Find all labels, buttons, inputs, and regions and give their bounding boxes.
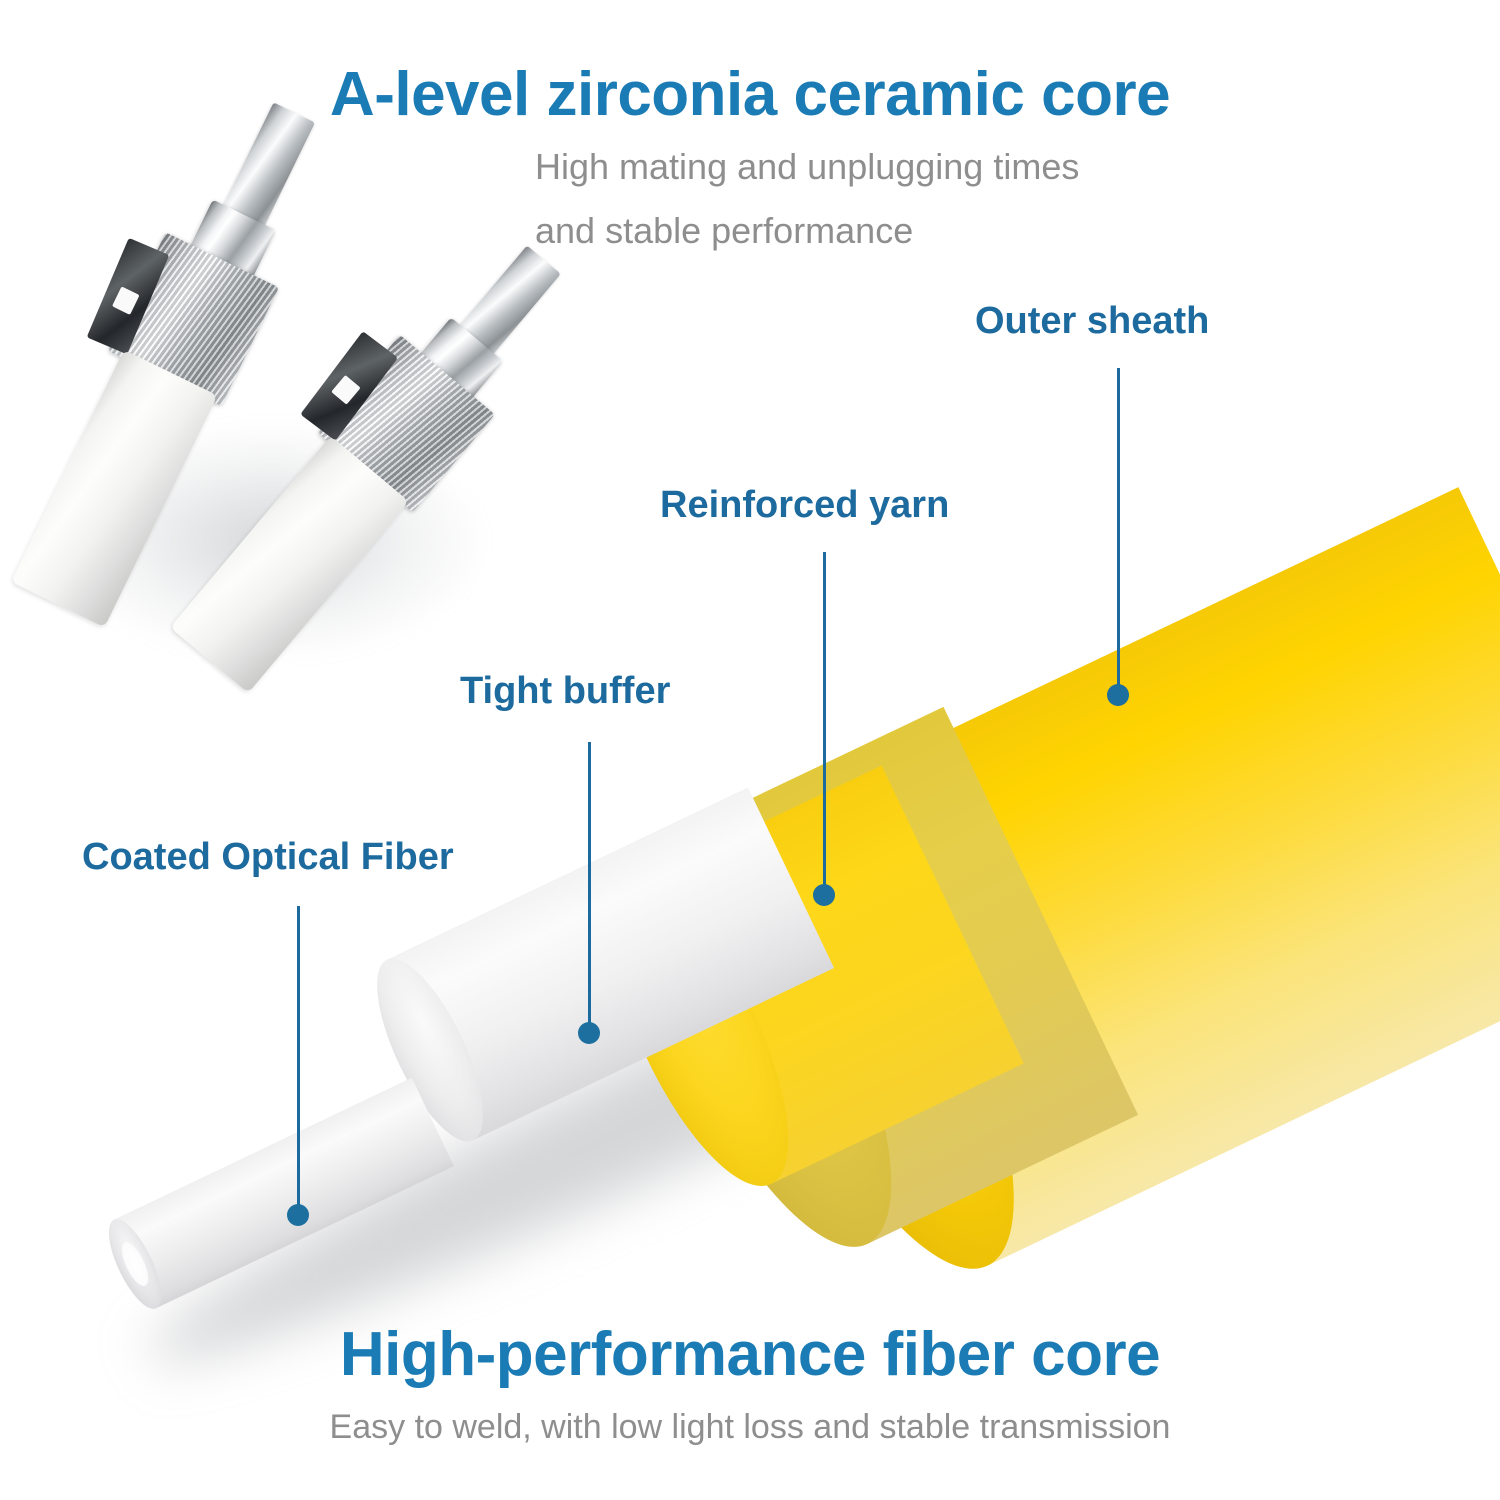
top-heading-subtitle-line1: High mating and unplugging times xyxy=(535,146,1080,188)
leader-line-coated-optical-fiber xyxy=(297,906,300,1208)
bottom-heading-subtitle-line1: Easy to weld, with low light loss and st… xyxy=(329,1408,1171,1447)
bottom-heading-block: High-performance fiber core Easy to weld… xyxy=(0,1322,1500,1450)
leader-line-reinforced-yarn xyxy=(823,552,826,892)
leader-dot-coated-optical-fiber xyxy=(287,1204,309,1226)
top-heading-subtitle-line2: and stable performance xyxy=(535,209,914,251)
top-heading-title: A-level zirconia ceramic core xyxy=(329,60,1171,129)
leader-line-outer-sheath xyxy=(1117,368,1120,688)
callout-label-reinforced-yarn: Reinforced yarn xyxy=(660,484,950,526)
leader-line-tight-buffer xyxy=(588,742,591,1026)
leader-dot-reinforced-yarn xyxy=(813,884,835,906)
callout-label-coated-optical-fiber: Coated Optical Fiber xyxy=(82,836,454,878)
leader-dot-tight-buffer xyxy=(578,1022,600,1044)
top-heading-block: A-level zirconia ceramic core High matin… xyxy=(0,62,1500,254)
fiber-connectors-group xyxy=(10,96,561,693)
leader-dot-outer-sheath xyxy=(1107,684,1129,706)
connector-b-boot xyxy=(170,435,409,693)
callout-label-tight-buffer: Tight buffer xyxy=(460,670,671,712)
callout-label-outer-sheath: Outer sheath xyxy=(975,300,1210,342)
bottom-heading-title: High-performance fiber core xyxy=(339,1320,1161,1389)
